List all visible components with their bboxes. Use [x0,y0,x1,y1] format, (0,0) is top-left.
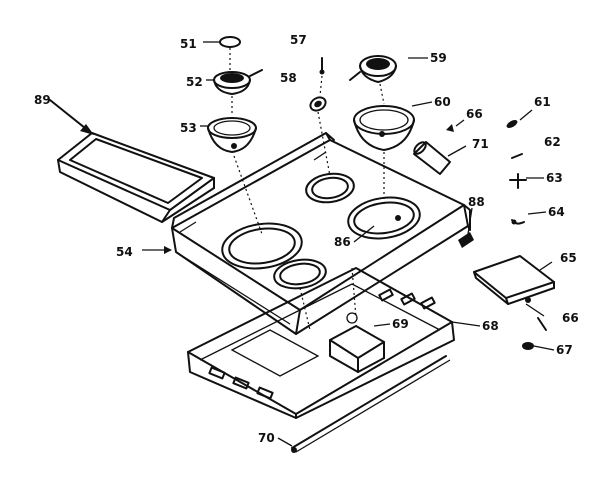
assembly-dashed-lines [229,48,385,331]
leader-88 [467,207,473,235]
burner-head-part-52 [206,69,263,95]
burner-box-part [187,267,455,419]
pin-part-57 [319,57,325,75]
rod-part-70 [291,355,451,453]
callout-53: 53 [180,121,197,135]
callout-52: 52 [186,75,203,89]
burner-head-part-59 [349,55,397,83]
callout-71: 71 [472,137,489,151]
hook-part-64 [511,219,525,225]
callout-88: 88 [468,195,485,209]
clip-part-88 [458,232,474,248]
callout-60: 60 [434,95,451,109]
callout-69: 69 [392,317,409,331]
cylinder-part-71 [413,141,467,175]
callout-86: 86 [334,235,351,249]
callout-61: 61 [534,95,551,109]
callout-65: 65 [560,251,577,265]
drip-bowl-part-53 [200,117,257,153]
callout-63: 63 [546,171,563,185]
cover-panel-part [57,132,215,223]
callout-67: 67 [556,343,573,357]
callout-57: 57 [290,33,307,47]
cross-part-63 [509,173,527,189]
callout-68: 68 [482,319,499,333]
small-part-66-lower [525,297,547,331]
small-part-66-upper [446,124,454,132]
callout-62: 62 [544,135,561,149]
callout-89: 89 [34,93,51,107]
small-part-67 [522,342,534,350]
callout-66-upper: 66 [466,107,483,121]
callout-54: 54 [116,245,133,259]
small-part-62 [511,153,523,159]
cooktop-top-part [171,132,471,335]
callout-58: 58 [280,71,297,85]
callout-64: 64 [548,205,565,219]
leader-arrow-89 [49,99,94,135]
burner-cap-part-51 [203,36,241,48]
element-part-58 [309,96,327,112]
callout-70: 70 [258,431,275,445]
leader-lines [142,57,555,447]
drip-bowl-part-60 [353,105,415,151]
callout-66-lower: 66 [562,311,579,325]
callout-59: 59 [430,51,447,65]
knob-part-61 [506,120,518,128]
callout-51: 51 [180,37,197,51]
panel-part-65 [473,255,555,305]
